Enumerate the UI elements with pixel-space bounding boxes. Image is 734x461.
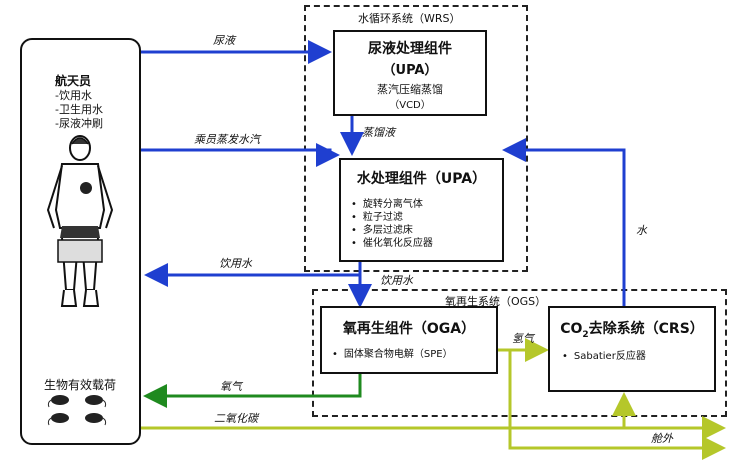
oxygen-label: 氧气 <box>220 380 242 393</box>
water-arrow <box>502 138 626 306</box>
vapor-arrow <box>141 143 340 167</box>
urine-label: 尿液 <box>213 34 235 47</box>
list-item: 多层过滤床 <box>351 224 433 237</box>
astronaut-icon <box>46 135 114 307</box>
bio-payload-label: 生物有效载荷 <box>44 378 117 392</box>
crew-title: 航天员 <box>55 74 92 88</box>
distillate-label: 蒸馏液 <box>362 126 395 139</box>
drinking-left-label: 饮用水 <box>219 257 252 270</box>
overboard-label: 舱外 <box>651 432 673 445</box>
list-item: 催化氧化反应器 <box>351 237 433 250</box>
water-processor-title: 水处理组件（UPA） <box>356 171 487 187</box>
ogs-title: 氧再生系统（OGS） <box>443 293 549 309</box>
crs-title: CO2去除系统（CRS） <box>560 321 704 340</box>
hydrogen-label: 氢气 <box>512 332 534 345</box>
crew-panel: 航天员 -饮用水 -卫生用水 -尿液冲刷 生物有效载荷 <box>20 38 141 445</box>
crs-box: CO2去除系统（CRS） Sabatier反应器 <box>548 306 716 392</box>
oga-title: 氧再生组件（OGA） <box>342 321 476 337</box>
overboard-arrow <box>508 350 726 460</box>
list-item: Sabatier反应器 <box>562 350 646 363</box>
urine-processor-title: 尿液处理组件 <box>368 41 452 57</box>
list-item: 旋转分离气体 <box>351 198 433 211</box>
wrs-region <box>304 5 528 272</box>
wrs-title: 水循环系统（WRS） <box>356 10 463 26</box>
co2-label: 二氧化碳 <box>214 412 258 425</box>
drinking-down-label: 饮用水 <box>380 272 413 288</box>
crew-item-hygiene: -卫生用水 <box>55 103 103 116</box>
urine-processor-box: 尿液处理组件 （UPA） 蒸汽压缩蒸馏 （VCD） <box>333 30 487 116</box>
vcd-abbr: （VCD） <box>389 100 431 111</box>
urine-processor-abbr: （UPA） <box>382 63 438 78</box>
ogs-region <box>312 289 727 417</box>
crew-item-flush: -尿液冲刷 <box>55 117 103 130</box>
water-processor-box: 水处理组件（UPA） 旋转分离气体 粒子过滤 多层过滤床 催化氧化反应器 <box>339 158 504 262</box>
list-item: 固体聚合物电解（SPE） <box>332 348 453 361</box>
crew-item-drinking: -饮用水 <box>55 89 92 102</box>
vcd-label: 蒸汽压缩蒸馏 <box>377 83 443 96</box>
water-processor-list: 旋转分离气体 粒子过滤 多层过滤床 催化氧化反应器 <box>351 198 433 250</box>
water-label: 水 <box>636 224 647 237</box>
list-item: 粒子过滤 <box>351 211 433 224</box>
mice-icon <box>47 395 107 426</box>
oga-list: 固体聚合物电解（SPE） <box>332 348 453 361</box>
oxygen-arrow <box>143 374 362 408</box>
oga-box: 氧再生组件（OGA） 固体聚合物电解（SPE） <box>320 306 498 374</box>
crs-list: Sabatier反应器 <box>562 350 646 363</box>
vapor-label: 乘员蒸发水汽 <box>194 133 260 146</box>
